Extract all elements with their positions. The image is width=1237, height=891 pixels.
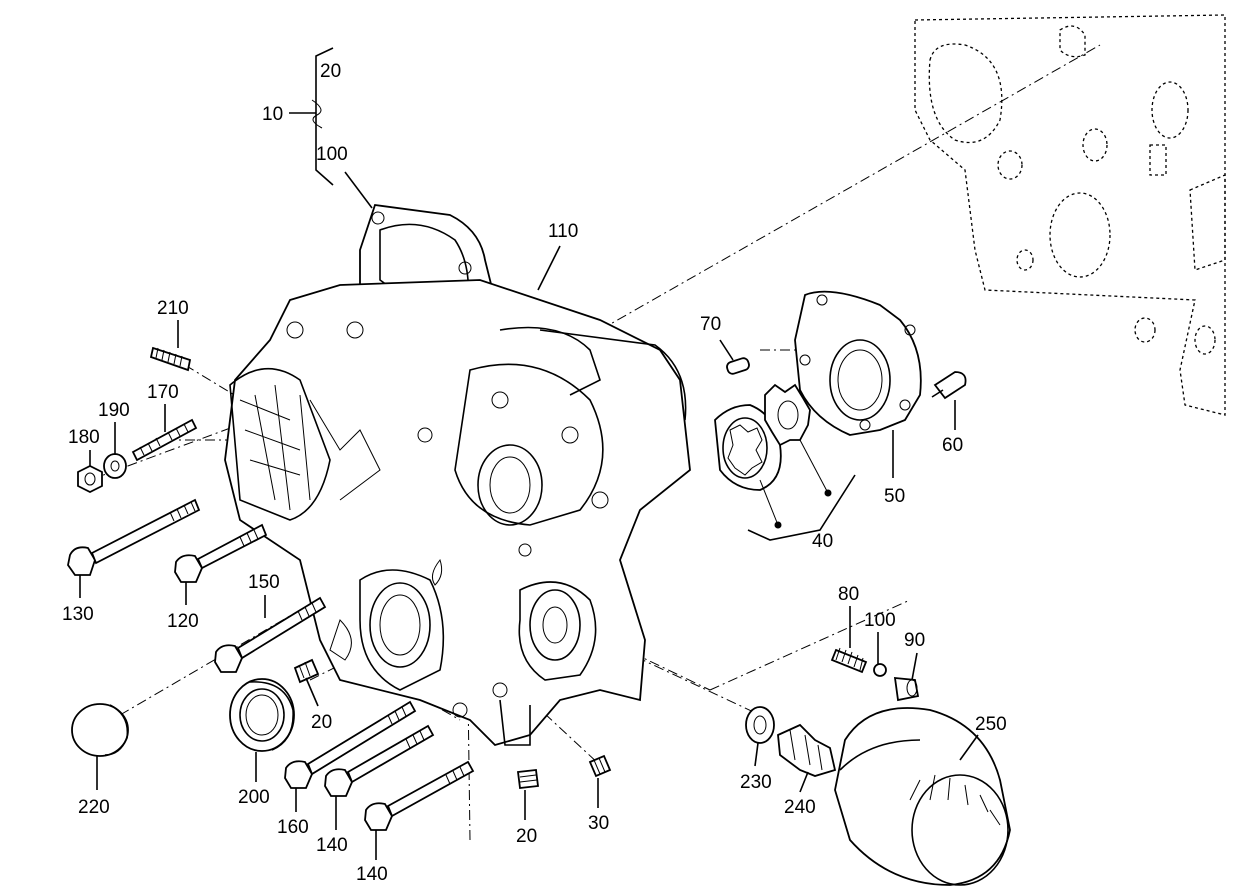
screw-part-60 bbox=[931, 371, 967, 400]
callout-label-c80: 80 bbox=[838, 584, 859, 605]
callout-label-c190: 190 bbox=[98, 400, 130, 421]
plug-part-30 bbox=[588, 754, 612, 778]
callout-label-c250: 250 bbox=[975, 714, 1007, 735]
washer-part-190 bbox=[103, 453, 127, 479]
callout-label-c230: 230 bbox=[740, 772, 772, 793]
callout-label-c210: 210 bbox=[157, 298, 189, 319]
callout-label-c20a: 20 bbox=[320, 61, 341, 82]
callout-label-c140b: 140 bbox=[356, 864, 388, 885]
bolt-part-140-lower bbox=[364, 760, 475, 831]
callout-label-c160: 160 bbox=[277, 817, 309, 838]
callout-label-c100b: 100 bbox=[864, 610, 896, 631]
callout-label-c180: 180 bbox=[68, 427, 100, 448]
callout-label-c50: 50 bbox=[884, 486, 905, 507]
callout-label-c70: 70 bbox=[700, 314, 721, 335]
plug-part-20-bottom bbox=[516, 769, 540, 789]
callout-label-c220: 220 bbox=[78, 797, 110, 818]
bolt-part-130 bbox=[67, 498, 201, 576]
callout-label-c170: 170 bbox=[147, 382, 179, 403]
timing-cover-housing-110 bbox=[224, 279, 691, 747]
nut-part-180 bbox=[77, 464, 103, 494]
callout-label-c60: 60 bbox=[942, 435, 963, 456]
bolt-part-120 bbox=[174, 523, 268, 583]
callout-label-c90: 90 bbox=[904, 630, 925, 651]
relief-valve-parts bbox=[830, 647, 920, 702]
washer-part-230 bbox=[745, 706, 775, 744]
seal-part-200 bbox=[229, 678, 295, 752]
fitting-part-240 bbox=[777, 723, 837, 777]
callout-label-c40: 40 bbox=[812, 531, 833, 552]
bolt-part-140-upper bbox=[324, 724, 435, 797]
dowel-pin-part-70 bbox=[726, 357, 750, 375]
callout-labels: 10 20 100 110 210 70 170 190 180 60 50 40 130 120 150 8… bbox=[62, 61, 1007, 885]
cap-part-220 bbox=[71, 703, 129, 757]
callout-label-c200: 200 bbox=[238, 787, 270, 808]
stud-part-210 bbox=[149, 346, 192, 372]
callout-label-c120: 120 bbox=[167, 611, 199, 632]
engine-block bbox=[914, 14, 1226, 416]
callout-label-c20b: 20 bbox=[311, 712, 332, 733]
plug-part-20-left bbox=[293, 658, 320, 684]
callout-label-c110: 110 bbox=[548, 221, 578, 242]
bolt-part-150 bbox=[214, 596, 327, 673]
callout-label-c10: 10 bbox=[262, 104, 283, 125]
callout-label-c150: 150 bbox=[248, 572, 280, 593]
stud-part-170 bbox=[131, 418, 198, 462]
callout-label-c140a: 140 bbox=[316, 835, 348, 856]
callout-label-c100a: 100 bbox=[316, 144, 348, 165]
callout-label-c20c: 20 bbox=[516, 826, 537, 847]
callout-label-c30: 30 bbox=[588, 813, 609, 834]
callout-label-c130: 130 bbox=[62, 604, 94, 625]
leader-lines bbox=[79, 47, 979, 860]
pump-plate-part-50 bbox=[794, 290, 922, 436]
callout-label-c240: 240 bbox=[784, 797, 816, 818]
bolt-part-160 bbox=[284, 700, 417, 789]
oil-pump-rotors-part-40 bbox=[714, 383, 856, 541]
